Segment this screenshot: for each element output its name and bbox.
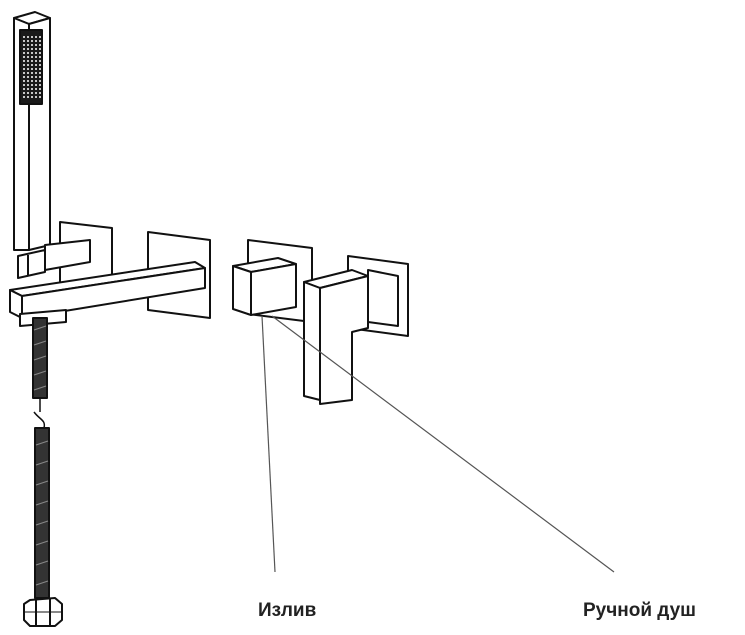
hand-shower-label: Ручной душ [583, 600, 697, 621]
shower-holder-plate [17, 221, 113, 293]
callout-lines [261, 315, 615, 573]
hand-shower-control-plate [303, 255, 409, 405]
shower-hose [32, 317, 50, 599]
spout-leader-line [261, 315, 276, 573]
spout-body [9, 231, 211, 327]
hose-nut [23, 597, 63, 627]
spout-control-plate [232, 239, 313, 323]
spout-label: Излив [258, 600, 317, 621]
hand-shower-head [13, 11, 51, 251]
hand-shower-leader-line [271, 315, 615, 573]
